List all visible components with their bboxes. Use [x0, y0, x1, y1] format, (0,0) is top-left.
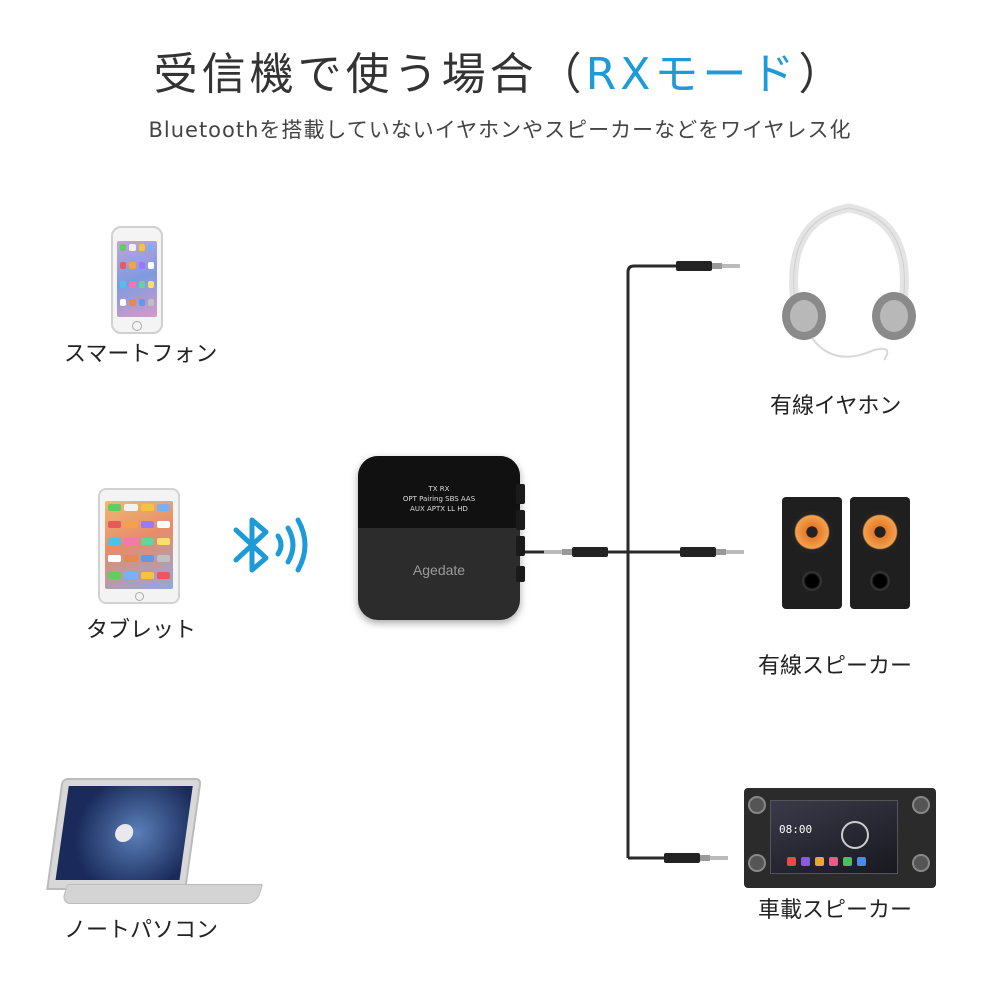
receiver-side-button — [516, 536, 525, 556]
jack-plug-car — [627, 853, 728, 863]
apple-logo-icon — [113, 824, 135, 842]
led-row-2: OPT Pairing SBS AAS — [402, 495, 476, 503]
receiver-side-button — [516, 510, 525, 530]
jack-plug-speakers — [680, 547, 744, 557]
led-row-1: TX RX — [428, 485, 450, 493]
title-accent: RXモード — [585, 49, 799, 100]
receiver-side-button — [516, 484, 525, 504]
source-label-laptop: ノートパソコン — [64, 918, 219, 943]
bluetooth-receiver-device: TX RX OPT Pairing SBS AAS AUX APTX LL HD… — [358, 456, 520, 620]
output-label-speakers: 有線スピーカー — [758, 654, 913, 679]
jack-plug-receiver — [544, 547, 608, 557]
car-stereo-icon: 08:00 — [744, 788, 936, 888]
page-title: 受信機で使う場合（RXモード） — [0, 38, 1000, 102]
title-end: ） — [798, 49, 847, 100]
source-label-tablet: タブレット — [86, 618, 197, 643]
receiver-led-panel: TX RX OPT Pairing SBS AAS AUX APTX LL HD — [358, 484, 520, 514]
clock-icon — [841, 821, 869, 849]
jack-plug-headphones — [676, 261, 740, 271]
source-label-smartphone: スマートフォン — [64, 342, 218, 367]
output-label-car: 車載スピーカー — [758, 898, 913, 923]
laptop-icon — [46, 778, 202, 890]
tablet-icon — [98, 488, 180, 604]
smartphone-icon — [111, 226, 163, 334]
headphones-icon — [774, 200, 924, 370]
receiver-side-button — [516, 566, 525, 582]
bluetooth-icon — [232, 510, 316, 584]
receiver-brand: Agedate — [412, 562, 466, 578]
page-subtitle: Bluetoothを搭載していないイヤホンやスピーカーなどをワイヤレス化 — [148, 118, 852, 142]
led-row-3: AUX APTX LL HD — [410, 505, 468, 513]
title-main: 受信機で使う場合（ — [153, 49, 586, 100]
output-label-headphones: 有線イヤホン — [770, 394, 902, 419]
car-screen-time: 08:00 — [779, 823, 813, 836]
laptop-base — [60, 884, 264, 904]
